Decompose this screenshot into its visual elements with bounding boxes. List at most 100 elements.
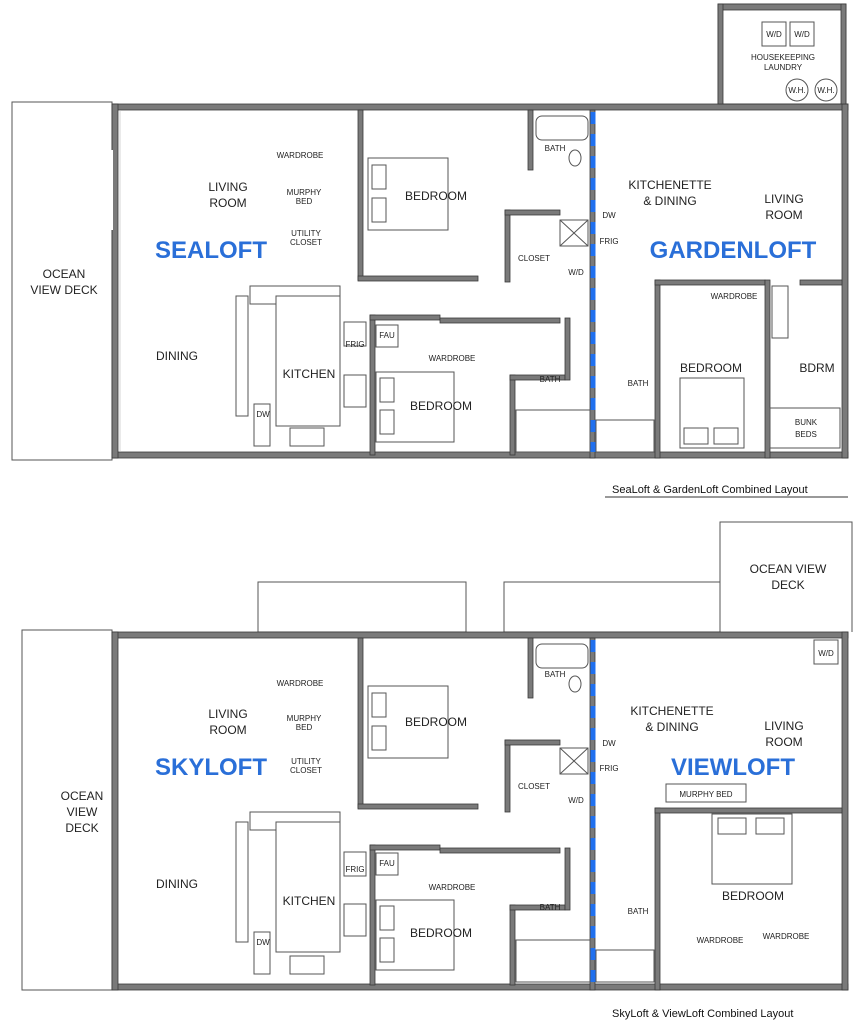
bathtub-1	[535, 115, 589, 141]
unit-label-viewloft: VIEWLOFT	[671, 754, 795, 781]
fau-label-2: FAU	[379, 859, 395, 868]
bedroom-label-3: BEDROOM	[680, 361, 742, 375]
deck-right-line1: OCEAN VIEW	[750, 562, 827, 576]
dw-label-2: DW	[602, 211, 616, 220]
dw-label-3: DW	[256, 938, 270, 947]
living-room-label-2-line1: LIVING	[764, 192, 803, 206]
wardrobe-label-4: WARDROBE	[277, 679, 324, 688]
murphy-bed-label-line2: BED	[296, 197, 313, 206]
deck-left-line1: OCEAN	[61, 789, 104, 803]
stairs-right	[503, 581, 721, 633]
bath-label-5: BATH	[540, 903, 561, 912]
frig-label-2: FRIG	[599, 237, 618, 246]
living-room-label-4-line2: ROOM	[765, 735, 802, 749]
bedroom-label-5: BEDROOM	[410, 926, 472, 940]
caption-plan2: SkyLoft & ViewLoft Combined Layout	[612, 1008, 793, 1020]
bedroom-label-6: BEDROOM	[722, 889, 784, 903]
plan-sealoft-gardenloft: SEALOFT GARDENLOFT OCEAN VIEW DECK LIVIN…	[11, 3, 849, 498]
frig-label-1: FRIG	[345, 340, 364, 349]
wd-label-1: W/D	[568, 268, 584, 277]
bdrm-label: BDRM	[799, 361, 834, 375]
murphy-bed-label-2-line1: MURPHY	[287, 714, 322, 723]
caption-plan1: SeaLoft & GardenLoft Combined Layout	[612, 484, 808, 496]
deck-label-line2: VIEW DECK	[30, 283, 97, 297]
kitchen-label-2: KITCHEN	[283, 894, 336, 908]
deck-left-line2: VIEW	[67, 805, 98, 819]
washer-2	[789, 21, 815, 47]
living-room-label-3-line2: ROOM	[209, 723, 246, 737]
kitchenette-label-line1: KITCHENETTE	[628, 178, 711, 192]
bunk-beds-label-line1: BUNK	[795, 418, 818, 427]
living-room-label-line2: ROOM	[209, 196, 246, 210]
stairs-left	[257, 581, 467, 633]
wh-label-1: W.H.	[788, 86, 805, 95]
living-room-label-2-line2: ROOM	[765, 208, 802, 222]
wd-label-laundry-1: W/D	[766, 30, 782, 39]
washer-1	[761, 21, 787, 47]
kitchen-counter	[275, 295, 341, 427]
wardrobe-label: WARDROBE	[277, 151, 324, 160]
toilet-1	[568, 149, 582, 167]
living-room-label-3-line1: LIVING	[208, 707, 247, 721]
dw-label-1: DW	[256, 410, 270, 419]
closet-label-2: CLOSET	[518, 782, 550, 791]
dining-label-1: DINING	[156, 349, 198, 363]
unit-label-gardenloft: GARDENLOFT	[650, 237, 817, 264]
shower-3	[515, 939, 591, 983]
fau-label-1: FAU	[379, 331, 395, 340]
bath-label-2: BATH	[540, 375, 561, 384]
wardrobe-label-3: WARDROBE	[711, 292, 758, 301]
closet-label: CLOSET	[518, 254, 550, 263]
dw-label-4: DW	[602, 739, 616, 748]
deck-right-line2: DECK	[771, 578, 804, 592]
utility-closet-label-2-line2: CLOSET	[290, 766, 322, 775]
bedroom-label-4: BEDROOM	[405, 715, 467, 729]
living-room-label-line1: LIVING	[208, 180, 247, 194]
bath-label-1: BATH	[545, 144, 566, 153]
kitchen-counter-2	[275, 821, 341, 953]
wd-label-2: W/D	[568, 796, 584, 805]
toilet-2	[568, 675, 582, 693]
kitchenette-label-2-line1: KITCHENETTE	[630, 704, 713, 718]
housekeeping-label-line2: LAUNDRY	[764, 63, 803, 72]
bathtub-2	[535, 643, 589, 669]
unit-label-sealoft: SEALOFT	[155, 237, 267, 264]
kitchen-label-1: KITCHEN	[283, 367, 336, 381]
murphy-bed-label-3: MURPHY BED	[679, 790, 732, 799]
wardrobe-label-5: WARDROBE	[429, 883, 476, 892]
wd-label-3: W/D	[818, 649, 834, 658]
unit-label-skyloft: SKYLOFT	[155, 754, 267, 781]
shower-4	[595, 949, 655, 983]
living-room-label-4-line1: LIVING	[764, 719, 803, 733]
murphy-bed-box	[665, 783, 747, 803]
wardrobe-label-7: WARDROBE	[763, 932, 810, 941]
housekeeping-label-line1: HOUSEKEEPING	[751, 53, 815, 62]
wardrobe-label-2: WARDROBE	[429, 354, 476, 363]
shower-2	[595, 419, 655, 453]
bedroom-label-1: BEDROOM	[405, 189, 467, 203]
water-heater-2	[814, 78, 838, 102]
water-heater-1	[785, 78, 809, 102]
kitchenette-label-line2: & DINING	[643, 194, 696, 208]
dining-label-2: DINING	[156, 877, 198, 891]
utility-closet-label-2-line1: UTILITY	[291, 757, 321, 766]
kitchenette-label-2-line2: & DINING	[645, 720, 698, 734]
shower-1	[515, 409, 591, 453]
murphy-bed-label-2-line2: BED	[296, 723, 313, 732]
ocean-view-deck-1	[11, 101, 113, 461]
bath-label-4: BATH	[545, 670, 566, 679]
wardrobe-label-6: WARDROBE	[697, 936, 744, 945]
utility-closet-label-line2: CLOSET	[290, 238, 322, 247]
frig-label-4: FRIG	[599, 764, 618, 773]
bedroom-label-2: BEDROOM	[410, 399, 472, 413]
deck-left-line3: DECK	[65, 821, 98, 835]
murphy-bed-label-line1: MURPHY	[287, 188, 322, 197]
frig-label-3: FRIG	[345, 865, 364, 874]
bath-label-6: BATH	[628, 907, 649, 916]
wh-label-2: W.H.	[817, 86, 834, 95]
plan-skyloft-viewloft: SKYLOFT VIEWLOFT OCEAN VIEW DECK OCEAN V…	[21, 521, 853, 1020]
bunk-beds-label-line2: BEDS	[795, 430, 817, 439]
wd-label-laundry-2: W/D	[794, 30, 810, 39]
utility-closet-label-line1: UTILITY	[291, 229, 321, 238]
